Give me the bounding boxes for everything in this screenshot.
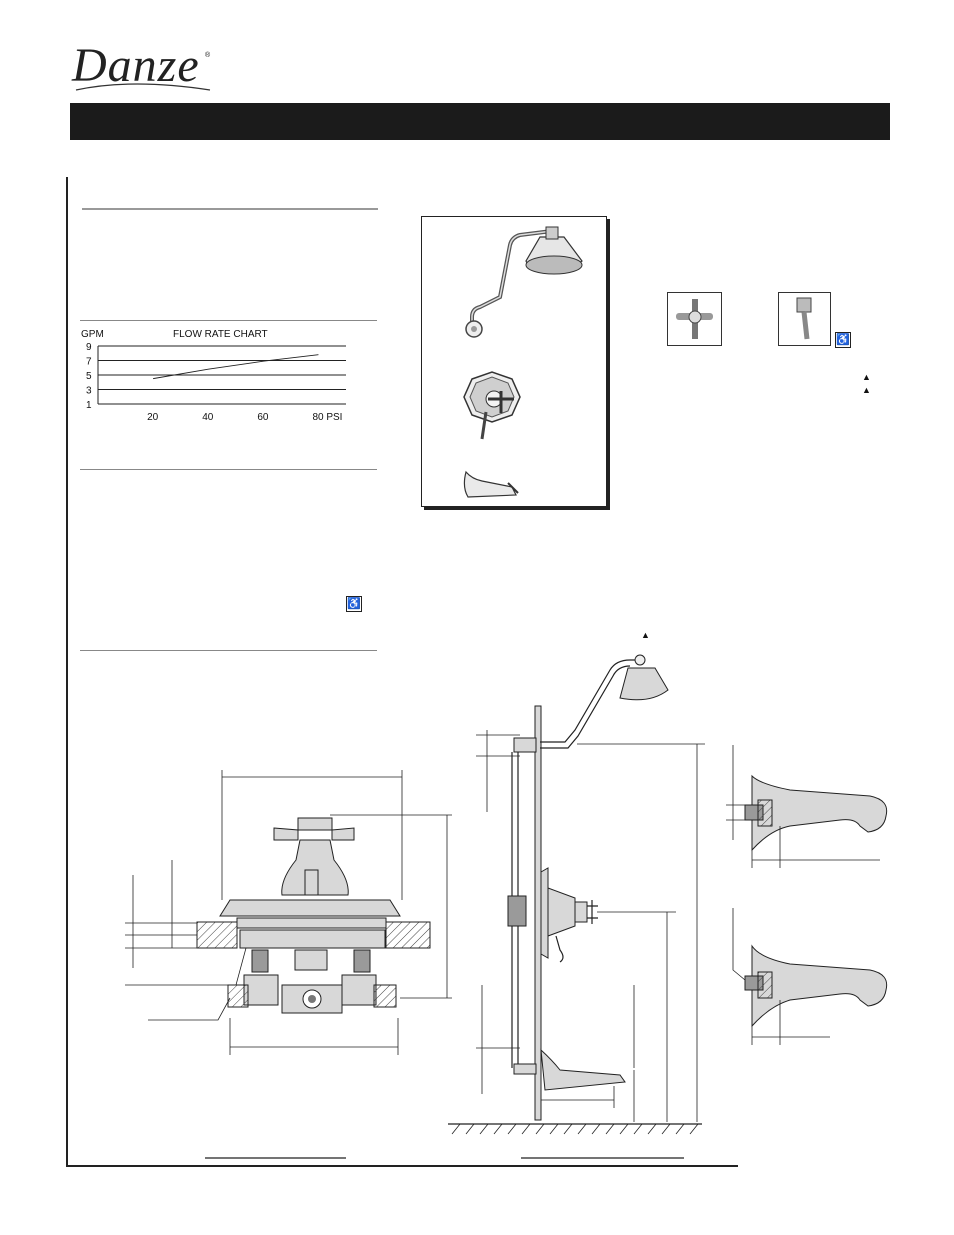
section-rule-top (82, 208, 378, 210)
triangle-marker-icon: ▲ (862, 385, 871, 395)
registered-mark: ® (205, 52, 211, 59)
cross-handle-thumbnail (667, 292, 722, 346)
chart-x-ticks: 20 40 60 80 PSI (147, 412, 342, 423)
valve-trim-image (463, 371, 521, 440)
triangle-marker-icon: ▲ (641, 630, 650, 640)
chart-x-tick-label: 80 PSI (312, 412, 342, 423)
chart-y-tick-label: 1 (86, 400, 92, 411)
handshower-thumbnail (778, 292, 831, 346)
frame-bottom-border (66, 1165, 738, 1167)
floor-hatch-mark (465, 1123, 475, 1135)
section-rule-middle (80, 469, 377, 470)
floor-hatch-mark (577, 1123, 587, 1135)
floor-hatch-mark (619, 1123, 629, 1135)
logo-wordmark: Danze (72, 39, 200, 92)
product-photo-box (421, 216, 607, 507)
title-bar (70, 103, 890, 140)
shower-side-elevation-drawing (448, 654, 705, 1159)
floor-hatch-mark (661, 1123, 671, 1135)
triangle-marker-icon: ▲ (862, 372, 871, 382)
floor-hatch-mark (521, 1123, 531, 1135)
tub-spout-image (463, 470, 519, 498)
floor-hatch-mark (591, 1123, 601, 1135)
danze-logo: Danze ® (72, 38, 222, 98)
chart-y-tick-label: 5 (86, 371, 92, 382)
wheelchair-icon: ♿ (835, 332, 851, 348)
chart-y-tick-label: 3 (86, 386, 92, 397)
section-rule-bottom (80, 650, 377, 651)
floor-hatch-mark (563, 1123, 573, 1135)
tub-spout-detail-bottom (732, 908, 888, 1045)
tub-spout-detail-top (726, 745, 888, 868)
floor-hatch-mark (549, 1123, 559, 1135)
floor-hatch-mark (451, 1123, 461, 1135)
chart-grid (97, 345, 346, 405)
chart-title: FLOW RATE CHART (173, 329, 268, 340)
showerhead-image (525, 226, 583, 275)
floor-hatch-mark (689, 1123, 699, 1135)
chart-x-tick-label: 20 (147, 412, 159, 423)
shower-arm-image (465, 229, 553, 338)
flow-rate-chart: GPM FLOW RATE CHART 9 7 5 3 1 20 40 60 80 PSI (81, 329, 346, 423)
frame-left-border (66, 177, 68, 1167)
floor-hatch-mark (633, 1123, 643, 1135)
section-rule-chart (80, 320, 377, 321)
chart-y-ticks: 9 7 5 3 1 (86, 342, 92, 411)
floor-hatch-mark (605, 1123, 615, 1135)
chart-x-tick-label: 40 (202, 412, 214, 423)
valve-elevation-drawing (125, 770, 452, 1159)
floor-hatch-mark (647, 1123, 657, 1135)
logo-swoosh (75, 83, 211, 91)
chart-series-line (153, 354, 319, 380)
chart-x-tick-label: 60 (257, 412, 269, 423)
floor-hatch-mark (479, 1123, 489, 1135)
chart-y-tick-label: 9 (86, 342, 92, 353)
floor-hatch-mark (493, 1123, 503, 1135)
chart-y-tick-label: 7 (86, 357, 92, 368)
floor-hatch-mark (535, 1123, 545, 1135)
floor-hatch-mark (507, 1123, 517, 1135)
chart-series (153, 354, 319, 380)
wheelchair-icon: ♿ (346, 596, 362, 612)
floor-hatch-mark (675, 1123, 685, 1135)
chart-ylabel: GPM (81, 329, 104, 340)
